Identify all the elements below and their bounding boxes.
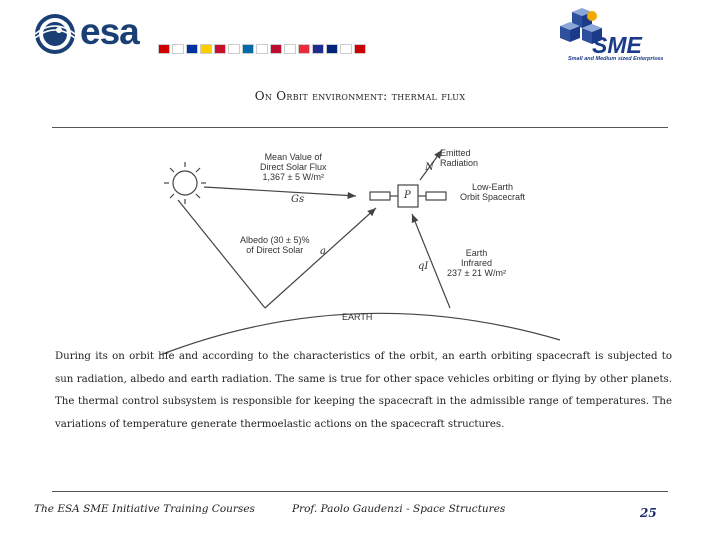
- flag-icon: [270, 44, 282, 54]
- flag-icon: [298, 44, 310, 54]
- flag-icon: [172, 44, 184, 54]
- solar-flux-label: Mean Value of Direct Solar Flux 1,367 ± …: [260, 152, 327, 182]
- gs-symbol: Gs: [291, 194, 305, 205]
- sme-logo: [560, 8, 602, 44]
- spacecraft-label: Low-Earth Orbit Spacecraft: [460, 182, 526, 202]
- qi-symbol: qI: [418, 261, 429, 272]
- diagram-lines: [159, 149, 561, 355]
- emitted-label: Emitted Radiation: [440, 148, 479, 168]
- flag-icon: [354, 44, 366, 54]
- thermal-flux-diagram: Mean Value of Direct Solar Flux 1,367 ± …: [120, 140, 600, 355]
- esa-globe-icon: [34, 14, 76, 54]
- infrared-label: Earth Infrared 237 ± 21 W/m²: [447, 248, 506, 278]
- top-divider: [52, 127, 668, 128]
- flag-icon: [256, 44, 268, 54]
- earth-infrared-arrow: [411, 213, 451, 309]
- flag-icon: [158, 44, 170, 54]
- earth-label: EARTH: [342, 312, 373, 322]
- flag-icon: [340, 44, 352, 54]
- flag-icon: [214, 44, 226, 54]
- albedo-label: Albedo (30 ± 5)% of Direct Solar: [240, 235, 310, 255]
- n-symbol: N: [425, 162, 434, 173]
- albedo-arrow: [264, 207, 377, 309]
- sun-icon: [164, 162, 206, 204]
- flag-icon: [312, 44, 324, 54]
- sme-cubes-icon: [560, 8, 602, 44]
- body-paragraph: During its on orbit life and according t…: [55, 351, 672, 430]
- footer-course: The ESA SME Initiative Training Courses: [34, 503, 255, 515]
- spacecraft-symbol: P: [404, 190, 411, 201]
- page-title: On Orbit environment: thermal flux: [254, 89, 466, 103]
- flag-icon: [186, 44, 198, 54]
- sun-earth-line: [177, 199, 266, 309]
- esa-logo-text: esa: [80, 11, 140, 52]
- emitted-arrow: [419, 149, 443, 181]
- sme-tagline: Small and Medium sized Enterprises: [568, 56, 664, 62]
- bottom-divider: [52, 491, 668, 492]
- sme-logo-text: SME: [592, 32, 642, 58]
- a-symbol: a: [320, 246, 326, 257]
- direct-solar-arrow: [203, 186, 357, 200]
- earth-surface: [159, 312, 561, 355]
- member-flags: [158, 44, 366, 54]
- footer-author: Prof. Paolo Gaudenzi - Space Structures: [292, 503, 506, 515]
- flag-icon: [200, 44, 212, 54]
- page-number: 25: [640, 506, 657, 520]
- flag-icon: [228, 44, 240, 54]
- flag-icon: [242, 44, 254, 54]
- flag-icon: [284, 44, 296, 54]
- esa-logo: [34, 14, 76, 54]
- flag-icon: [326, 44, 338, 54]
- spacecraft-icon: [369, 184, 447, 208]
